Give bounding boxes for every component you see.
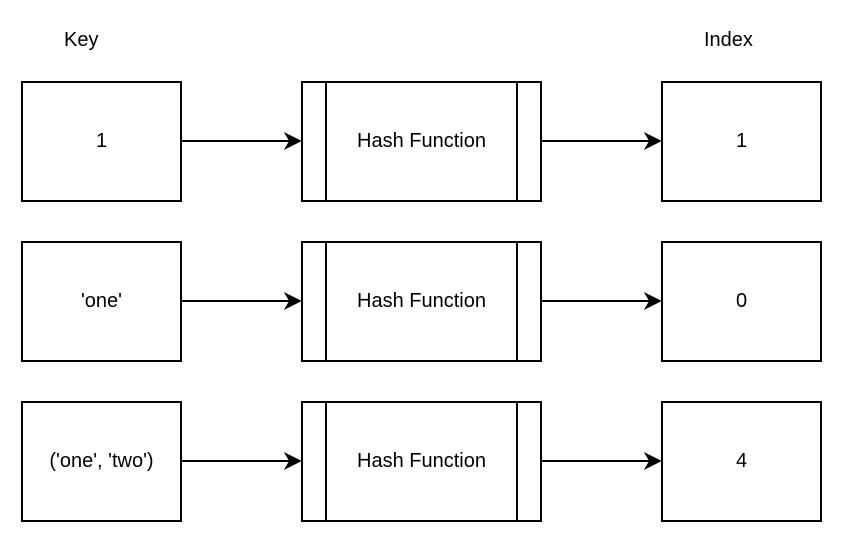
process-bar-right — [516, 83, 518, 200]
key-label: ('one', 'two') — [49, 450, 154, 472]
index-column-header: Index — [704, 29, 753, 51]
hash-function-label: Hash Function — [357, 450, 486, 472]
process-bar-right — [516, 243, 518, 360]
index-box-3: 4 — [661, 401, 822, 522]
hash-function-box-2: Hash Function — [301, 241, 542, 362]
key-box-2: 'one' — [21, 241, 182, 362]
hash-function-box-1: Hash Function — [301, 81, 542, 202]
process-bar-right — [516, 403, 518, 520]
hash-function-label: Hash Function — [357, 290, 486, 312]
key-label: 'one' — [80, 290, 122, 312]
key-box-3: ('one', 'two') — [21, 401, 182, 522]
index-label: 0 — [735, 290, 748, 312]
hash-function-label: Hash Function — [357, 130, 486, 152]
index-label: 1 — [735, 130, 748, 152]
process-bar-left — [325, 403, 327, 520]
index-label: 4 — [735, 450, 748, 472]
key-column-header: Key — [64, 29, 99, 51]
key-label: 1 — [95, 130, 108, 152]
process-bar-left — [325, 83, 327, 200]
index-box-1: 1 — [661, 81, 822, 202]
process-bar-left — [325, 243, 327, 360]
key-box-1: 1 — [21, 81, 182, 202]
index-box-2: 0 — [661, 241, 822, 362]
hash-function-box-3: Hash Function — [301, 401, 542, 522]
